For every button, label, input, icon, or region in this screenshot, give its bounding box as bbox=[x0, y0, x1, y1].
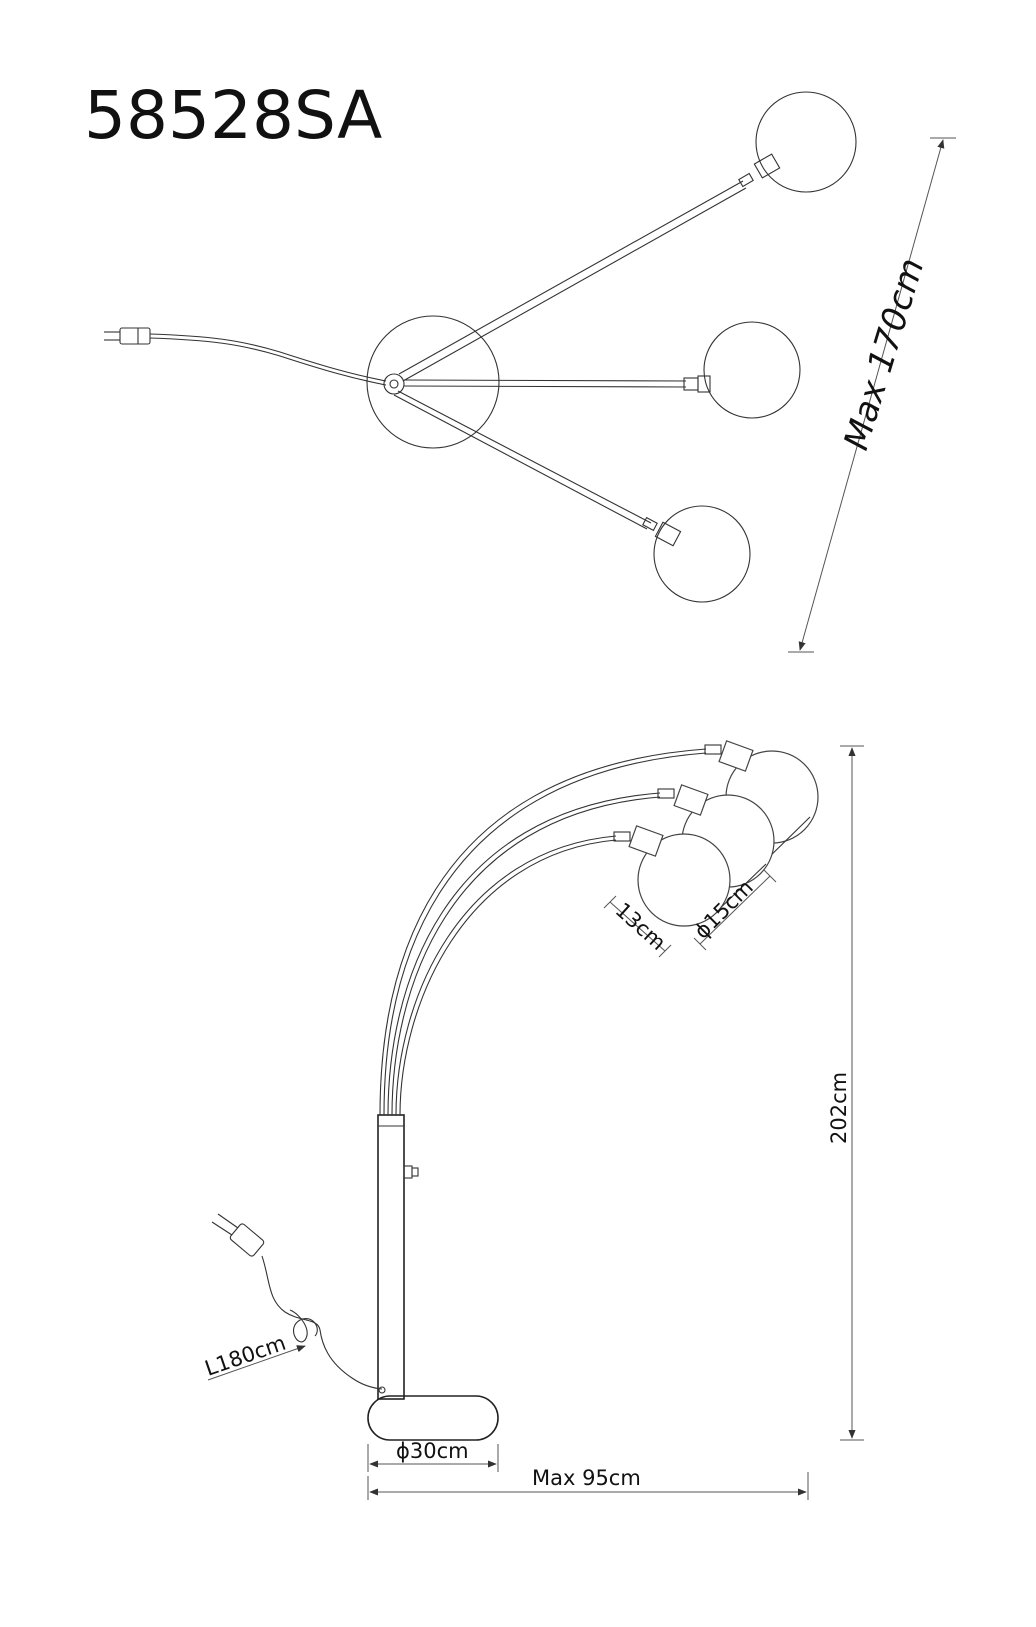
top-view-hub bbox=[383, 373, 405, 395]
dimension-height: 202cm bbox=[827, 745, 864, 1441]
dimension-max-width: Max 95cm bbox=[367, 1466, 809, 1500]
side-view-pole bbox=[377, 1114, 405, 1400]
dimension-height-label: 202cm bbox=[827, 1072, 851, 1144]
side-view: 13cm ϕ15cm L180cm 202cm bbox=[202, 740, 864, 1500]
top-view-base bbox=[366, 315, 500, 449]
side-view-base bbox=[367, 1395, 499, 1441]
dimension-base-diameter-label: ϕ30cm bbox=[396, 1439, 469, 1463]
top-view: Max 170cm bbox=[104, 91, 956, 653]
side-view-shade-front bbox=[613, 825, 731, 927]
side-view-arms bbox=[379, 748, 707, 1116]
dimension-max-reach: Max 170cm bbox=[788, 137, 956, 653]
side-view-cable-plug bbox=[211, 1213, 386, 1394]
top-view-arm-middle bbox=[403, 321, 801, 419]
dimension-cable-length-label: L180cm bbox=[202, 1331, 289, 1381]
switch-knob bbox=[403, 1165, 413, 1179]
top-view-cable-plug bbox=[104, 327, 387, 386]
dimension-max-reach-label: Max 170cm bbox=[836, 254, 932, 455]
dimension-max-width-label: Max 95cm bbox=[532, 1466, 641, 1490]
dimension-base-diameter: ϕ30cm bbox=[367, 1439, 499, 1472]
top-view-arm-lower bbox=[393, 390, 751, 603]
model-code: 58528SA bbox=[84, 77, 382, 154]
dimension-cable-length: L180cm bbox=[202, 1331, 306, 1381]
